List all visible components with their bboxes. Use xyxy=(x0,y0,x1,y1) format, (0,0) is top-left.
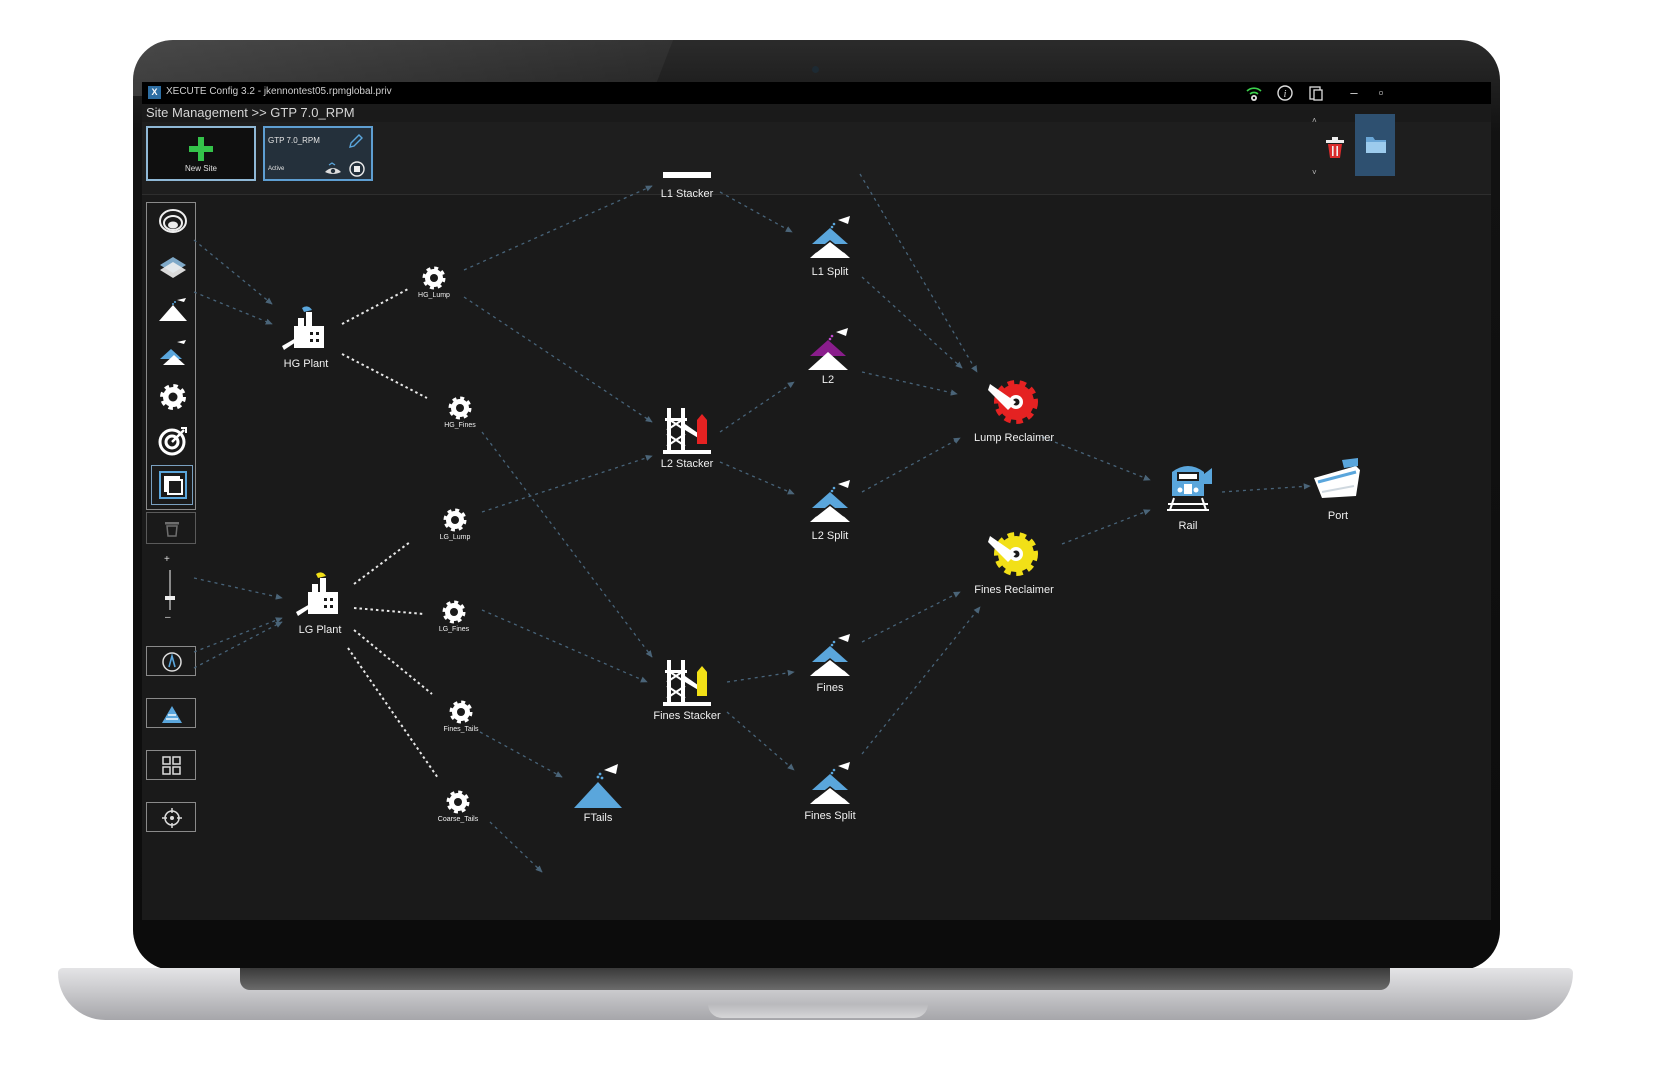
node-label: Port xyxy=(1327,510,1349,522)
app-screen: X XECUTE Config 3.2 - jkennontest05.rpmg… xyxy=(142,82,1491,920)
node-label: L1 Stacker xyxy=(660,188,714,200)
split-stockpile-icon xyxy=(810,216,850,258)
delete-tool-button[interactable] xyxy=(146,512,196,544)
gear-icon xyxy=(442,600,466,624)
node-label: Fines Stacker xyxy=(653,710,721,722)
node-label: LG_Lump xyxy=(439,534,471,541)
zoom-in-label[interactable]: + xyxy=(164,554,170,565)
scroll-down-icon[interactable]: ˅ xyxy=(1312,168,1317,177)
stacker-icon xyxy=(663,172,711,178)
gear-icon xyxy=(449,700,473,724)
restore-button[interactable]: ▫ xyxy=(1378,85,1384,100)
node-label: LG Plant xyxy=(298,624,342,636)
stacker-icon xyxy=(663,660,711,706)
flow-connections xyxy=(193,173,1311,873)
source-icon[interactable] xyxy=(157,207,189,239)
breadcrumb: Site Management >> GTP 7.0_RPM xyxy=(146,105,355,120)
node-label: L2 Stacker xyxy=(660,458,714,470)
node-label: Fines_Tails xyxy=(443,726,479,733)
site-name: GTP 7.0_RPM xyxy=(268,136,320,145)
zoom-out-label[interactable]: – xyxy=(165,612,171,623)
gear-icon[interactable] xyxy=(157,381,189,413)
tool-palette xyxy=(146,202,196,510)
pile-view-button[interactable] xyxy=(146,698,196,728)
wifi-gear-icon[interactable] xyxy=(1244,84,1264,102)
crosshair-button[interactable] xyxy=(146,802,196,832)
gear-icon xyxy=(443,508,467,532)
stop-icon[interactable] xyxy=(349,161,365,177)
grid-icon xyxy=(162,756,181,775)
frame-tool-selected[interactable] xyxy=(151,465,193,505)
gear-icon xyxy=(446,790,470,814)
window-title: XECUTE Config 3.2 - jkennontest05.rpmglo… xyxy=(166,86,392,97)
camera-icon xyxy=(812,66,819,73)
site-card[interactable]: GTP 7.0_RPM Active xyxy=(263,126,373,181)
node-label: Lump Reclaimer xyxy=(973,432,1055,444)
stacker-icon xyxy=(663,408,711,454)
title-bar: X XECUTE Config 3.2 - jkennontest05.rpmg… xyxy=(142,82,1491,104)
reclaimer-icon xyxy=(988,532,1038,576)
trash-icon[interactable] xyxy=(1322,134,1348,160)
flow-graph-canvas[interactable] xyxy=(142,82,1491,920)
site-view-icon[interactable] xyxy=(323,161,343,177)
info-icon[interactable]: i xyxy=(1275,84,1295,102)
node-label: HG_Fines xyxy=(444,422,476,429)
pile-view-icon xyxy=(162,706,182,723)
split-stockpile-icon xyxy=(810,634,850,676)
plant-icon xyxy=(296,572,338,616)
node-label: Fines Reclaimer xyxy=(974,584,1054,596)
grid-button[interactable] xyxy=(146,750,196,780)
gear-icon xyxy=(448,396,472,420)
node-label: FTails xyxy=(583,812,613,824)
new-site-label: New Site xyxy=(184,164,217,173)
node-label: L1 Split xyxy=(811,266,849,278)
node-label: L2 xyxy=(821,374,835,386)
split-stockpile-icon[interactable] xyxy=(157,337,189,369)
zoom-slider[interactable]: + – xyxy=(162,554,178,628)
new-site-button[interactable]: New Site xyxy=(146,126,256,181)
trash-icon xyxy=(165,522,179,537)
plant-connections xyxy=(341,287,439,779)
train-icon xyxy=(1167,466,1212,511)
gear-icon xyxy=(422,266,446,290)
site-status: Active xyxy=(268,166,285,172)
compass-icon xyxy=(162,652,182,672)
layers-icon[interactable] xyxy=(157,251,189,283)
node-label: LG_Fines xyxy=(438,626,470,633)
plus-icon xyxy=(189,137,213,161)
node-label: Coarse_Tails xyxy=(437,816,479,823)
zoom-handle[interactable] xyxy=(165,596,175,600)
plant-icon xyxy=(282,306,324,350)
split-stockpile-icon xyxy=(810,480,850,522)
node-label: Rail xyxy=(1178,520,1198,532)
crosshair-icon xyxy=(162,808,182,828)
node-label: Fines Split xyxy=(804,810,856,822)
stockpile-icon xyxy=(808,328,848,370)
split-stockpile-icon xyxy=(810,762,850,804)
folder-icon[interactable] xyxy=(1364,134,1388,156)
reclaimer-icon xyxy=(988,380,1038,424)
zoom-track xyxy=(169,570,171,610)
window-icon[interactable] xyxy=(1306,84,1326,102)
ship-icon xyxy=(1314,458,1360,498)
scroll-up-icon[interactable]: ˄ xyxy=(1312,116,1317,125)
target-icon[interactable] xyxy=(157,425,189,457)
node-label: HG Plant xyxy=(283,358,329,370)
compass-button[interactable] xyxy=(146,646,196,676)
node-label: Fines xyxy=(816,682,844,694)
app-logo-icon: X xyxy=(148,86,161,99)
stockpile-icon[interactable] xyxy=(157,293,189,325)
stockpile-icon xyxy=(574,764,622,808)
svg-text:i: i xyxy=(1284,89,1287,100)
pencil-icon[interactable] xyxy=(347,132,365,150)
frame-icon[interactable] xyxy=(157,469,189,501)
node-label: L2 Split xyxy=(811,530,849,542)
minimize-button[interactable]: – xyxy=(1350,85,1358,100)
node-label: HG_Lump xyxy=(418,292,450,299)
laptop-hinge xyxy=(240,968,1390,990)
laptop-notch xyxy=(708,1004,928,1018)
